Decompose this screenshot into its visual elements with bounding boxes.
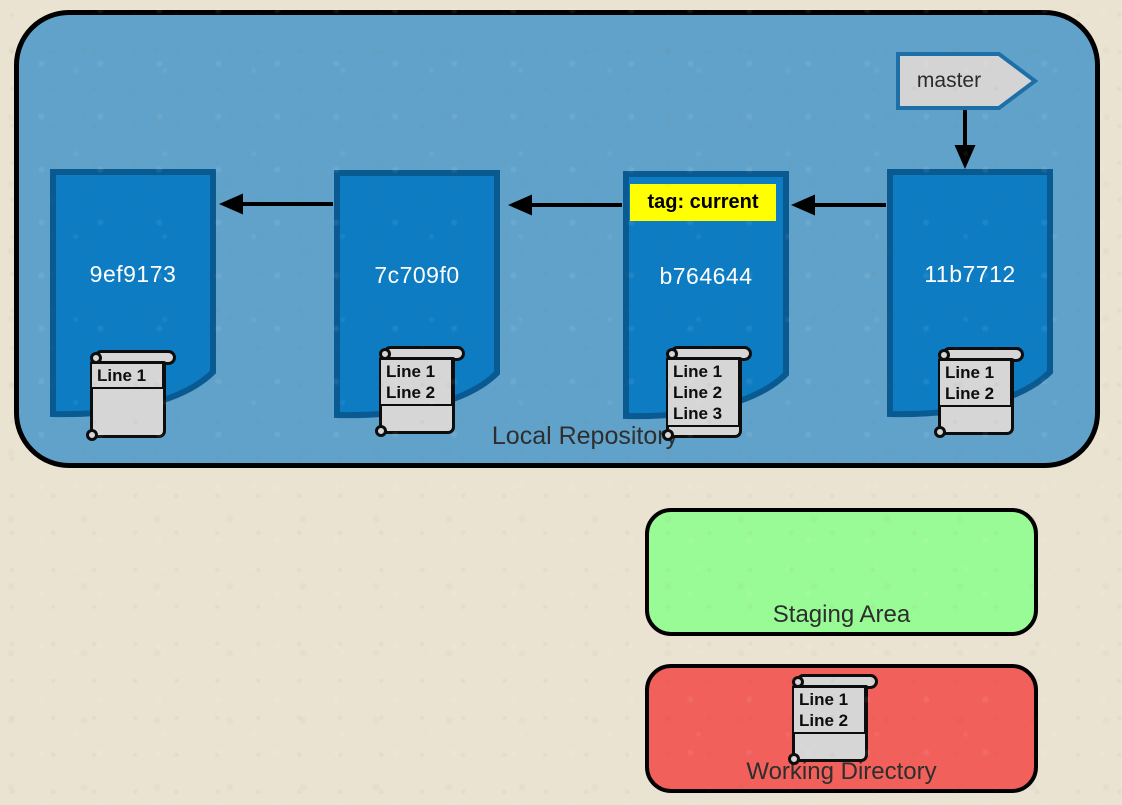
scroll-body: Line 1 Line 2 [379, 357, 455, 434]
scroll-curl-icon [792, 676, 804, 688]
commit-hash: 11b7712 [924, 261, 1016, 287]
branch-pointer-master: master [896, 52, 1038, 110]
file-scroll-commit-3: Line 1 Line 2 Line 3 [662, 346, 752, 441]
scroll-curl-icon [788, 753, 800, 765]
file-content: Line 1 Line 2 [379, 358, 453, 406]
working-directory-label: Working Directory [746, 758, 937, 785]
file-line: Line 1 [799, 690, 849, 709]
commit-hash: 9ef9173 [89, 261, 177, 287]
file-line: Line 2 [799, 711, 849, 730]
file-line: Line 1 [945, 363, 995, 382]
scroll-curl-icon [90, 352, 102, 364]
file-line: Line 1 [386, 362, 436, 381]
scroll-body: Line 1 Line 2 Line 3 [666, 357, 742, 438]
scroll-curl-icon [938, 349, 950, 361]
file-content: Line 1 [90, 362, 164, 389]
file-line: Line 1 [97, 366, 147, 385]
scroll-curl-icon [666, 348, 678, 360]
file-line: Line 2 [386, 383, 436, 402]
commit-hash: 7c709f0 [374, 262, 460, 288]
scroll-body: Line 1 Line 2 [792, 685, 868, 762]
branch-label: master [916, 69, 982, 92]
scroll-curl-icon [375, 425, 387, 437]
scroll-curl-icon [379, 348, 391, 360]
scroll-curl-icon [662, 429, 674, 441]
file-line: Line 2 [945, 384, 995, 403]
file-scroll-commit-4: Line 1 Line 2 [934, 347, 1024, 438]
commit-hash: b764644 [659, 263, 753, 289]
file-content: Line 1 Line 2 [938, 359, 1012, 407]
file-line: Line 1 [673, 362, 723, 381]
file-content: Line 1 Line 2 Line 3 [666, 358, 740, 427]
local-repository-label: Local Repository [491, 422, 679, 450]
scroll-body: Line 1 [90, 361, 166, 438]
scroll-curl-icon [86, 429, 98, 441]
branch-arrow-shape-icon [896, 52, 1038, 110]
file-line: Line 2 [673, 383, 723, 402]
file-line: Line 3 [673, 404, 723, 423]
tag-current-label: tag: current [630, 184, 776, 221]
scroll-body: Line 1 Line 2 [938, 358, 1014, 435]
scroll-curl-icon [934, 426, 946, 438]
file-scroll-commit-1: Line 1 [86, 350, 176, 441]
staging-area-box: Staging Area [645, 508, 1038, 636]
staging-area-label: Staging Area [772, 601, 911, 628]
file-scroll-commit-2: Line 1 Line 2 [375, 346, 465, 437]
file-content: Line 1 Line 2 [792, 686, 866, 734]
file-scroll-working-directory: Line 1 Line 2 [788, 674, 878, 765]
